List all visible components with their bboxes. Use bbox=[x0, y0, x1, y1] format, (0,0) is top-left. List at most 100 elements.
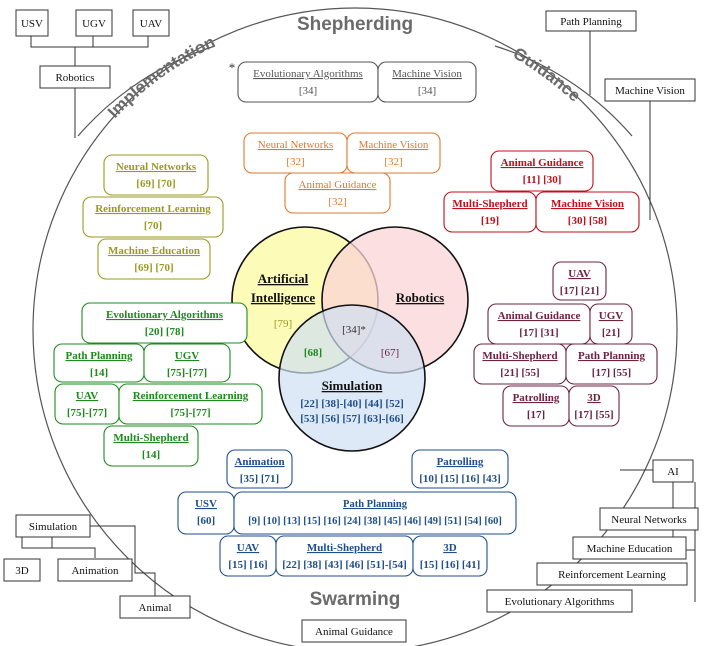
ref-box-label: Multi-Shepherd bbox=[113, 432, 188, 444]
ref-box-gray-mv: Machine Vision [34] bbox=[377, 61, 477, 103]
ref-box-frame bbox=[284, 172, 391, 214]
taxonomy-node-ugv: UGV bbox=[75, 9, 113, 37]
ref-box-frame bbox=[103, 425, 199, 467]
taxonomy-node-frame bbox=[15, 9, 49, 37]
taxonomy-node-path-planning: Path Planning bbox=[545, 10, 637, 32]
taxonomy-node-frame bbox=[3, 558, 41, 582]
ref-box-label: Animal Guidance bbox=[501, 157, 584, 169]
taxonomy-node-frame bbox=[132, 9, 170, 37]
taxonomy-node-neural-networks: Neural Networks bbox=[599, 507, 699, 531]
ref-box-refs: [21] bbox=[602, 327, 620, 339]
taxonomy-node-frame bbox=[599, 507, 699, 531]
ref-box-label: 3D bbox=[443, 542, 457, 554]
venn-simulation-circle bbox=[278, 304, 426, 452]
taxonomy-node-frame bbox=[119, 595, 191, 619]
ref-box-refs: [17] [55] bbox=[574, 409, 613, 421]
taxonomy-node-ai: AI bbox=[652, 459, 694, 483]
taxonomy-node-label: Simulation bbox=[29, 521, 78, 533]
ref-box-frame bbox=[233, 491, 517, 535]
taxonomy-node-reinforcement-learning: Reinforcement Learning bbox=[536, 562, 688, 586]
ref-box-bl-pat: Patrolling[10] [15] [16] [43] bbox=[411, 449, 509, 489]
venn-rob-sim-ref: [67] bbox=[381, 347, 399, 359]
ref-box-refs: [9] [10] [13] [15] [16] [24] [38] [45] [… bbox=[248, 516, 502, 527]
taxonomy-node-usv: USV bbox=[15, 9, 49, 37]
ref-box-label: UGV bbox=[175, 350, 200, 362]
ref-box-refs: [11] [30] bbox=[523, 174, 562, 186]
taxonomy-node-frame bbox=[15, 514, 91, 538]
ref-box-refs: [15] [16] [41] bbox=[420, 559, 480, 571]
section-shepherding: Shepherding bbox=[297, 14, 413, 35]
ref-box-ol-nn: Neural Networks[69] [70] bbox=[103, 154, 209, 196]
ref-box-label: Neural Networks bbox=[258, 139, 333, 151]
ref-box-refs: [69] [70] bbox=[134, 262, 173, 274]
ref-box-refs: [32] bbox=[384, 156, 402, 168]
ref-box-label: Path Planning bbox=[343, 499, 408, 510]
ref-box-label: Animal Guidance bbox=[498, 310, 581, 322]
taxonomy-node-frame bbox=[545, 10, 637, 32]
ref-box-label: Machine Education bbox=[108, 245, 200, 257]
taxonomy-node-label: Animation bbox=[71, 565, 119, 577]
ref-box-label: Path Planning bbox=[66, 350, 133, 362]
ref-box-frame bbox=[346, 132, 441, 174]
ref-box-pl-ag: Animal Guidance[17] [31] bbox=[487, 303, 591, 345]
ref-box-gr-ms: Multi-Shepherd [14] bbox=[103, 425, 199, 467]
ref-box-refs: [20] [78] bbox=[145, 326, 184, 338]
section-implementation: Implementation bbox=[104, 32, 218, 121]
venn-ai-sim-ref: [68] bbox=[304, 347, 322, 359]
ref-box-refs: [21] [55] bbox=[500, 367, 539, 379]
ref-box-frame bbox=[412, 535, 488, 577]
asterisk-note: * bbox=[229, 60, 236, 75]
ref-box-refs: [34] bbox=[299, 85, 317, 97]
taxonomy-node-evolutionary-algorithms: Evolutionary Algorithms bbox=[486, 589, 633, 613]
taxonomy-node-label: UAV bbox=[140, 18, 162, 30]
ref-box-ol-rl: Reinforcement Learning[70] bbox=[82, 196, 224, 238]
ref-box-bl-pp: Path Planning [9] [10] [13] [15] [16] [24… bbox=[233, 491, 517, 535]
taxonomy-node-frame bbox=[39, 65, 111, 89]
ref-box-label: Machine Vision bbox=[392, 68, 462, 80]
ref-box-bl-ms: Multi-Shepherd[22] [38] [43] [46] [51]-[… bbox=[275, 535, 414, 577]
ref-box-refs: [14] bbox=[142, 449, 160, 461]
ref-box-refs: [15] [16] bbox=[228, 559, 267, 571]
taxonomy-node-frame bbox=[652, 459, 694, 483]
ref-box-frame bbox=[565, 343, 658, 385]
ref-box-pl-ugv: UGV[21] bbox=[589, 303, 633, 345]
ref-box-label: Path Planning bbox=[578, 350, 645, 362]
ref-box-gr-ugv: UGV[75]-[77] bbox=[143, 343, 231, 383]
taxonomy-node-label: Animal bbox=[139, 602, 172, 614]
ref-box-label: Multi-Shepherd bbox=[482, 350, 557, 362]
ref-box-label: Animal Guidance bbox=[299, 179, 377, 191]
ref-box-or-mv: Machine Vision[32] bbox=[346, 132, 441, 174]
ref-box-pl-pat: Patrolling[17] bbox=[502, 385, 570, 427]
taxonomy-node-label: Robotics bbox=[55, 72, 94, 84]
ref-box-refs: [70] bbox=[144, 220, 162, 232]
ref-box-gray-ea: Evolutionary Algorithms[34] bbox=[237, 61, 379, 103]
venn-ai-label: Intelligence bbox=[251, 290, 315, 305]
ref-box-label: 3D bbox=[587, 392, 601, 404]
ref-box-gr-rl: Reinforcement Learning [75]-[77] bbox=[118, 383, 263, 425]
ref-box-or-nn: Neural Networks [32] bbox=[243, 132, 348, 174]
taxonomy-node-frame bbox=[301, 619, 407, 643]
ref-box-refs: [30] [58] bbox=[568, 215, 607, 227]
ref-box-refs: [32] bbox=[286, 156, 304, 168]
ref-box-gr-uav: UAV[75]-[77] bbox=[54, 383, 120, 425]
ref-box-gr-ea: Evolutionary Algorithms[20] [78] bbox=[81, 302, 248, 344]
ref-box-frame bbox=[552, 261, 607, 301]
ref-box-label: Reinforcement Learning bbox=[133, 390, 249, 402]
venn-simulation-label: Simulation bbox=[322, 378, 383, 393]
taxonomy-node-label: Machine Education bbox=[587, 543, 673, 555]
ref-box-pl-3d: 3D [17] [55] bbox=[568, 385, 620, 427]
ref-box-label: UAV bbox=[76, 390, 98, 402]
taxonomy-node-label: Reinforcement Learning bbox=[558, 569, 666, 581]
ref-box-refs: [75]-[77] bbox=[170, 407, 210, 419]
taxonomy-node-machine-education: Machine Education bbox=[572, 536, 687, 560]
ref-box-refs: [34] bbox=[418, 85, 436, 97]
ref-box-frame bbox=[377, 61, 477, 103]
outer-circle bbox=[32, 7, 678, 646]
ref-box-rd-ag: Animal Guidance [11] [30] bbox=[490, 150, 594, 192]
ref-box-label: Patrolling bbox=[437, 456, 484, 468]
ref-box-refs: [32] bbox=[328, 196, 346, 208]
ref-box-label: Multi-Shepherd bbox=[452, 198, 527, 210]
ref-box-frame bbox=[411, 449, 509, 489]
taxonomy-node-animal-guidance: Animal Guidance bbox=[301, 619, 407, 643]
